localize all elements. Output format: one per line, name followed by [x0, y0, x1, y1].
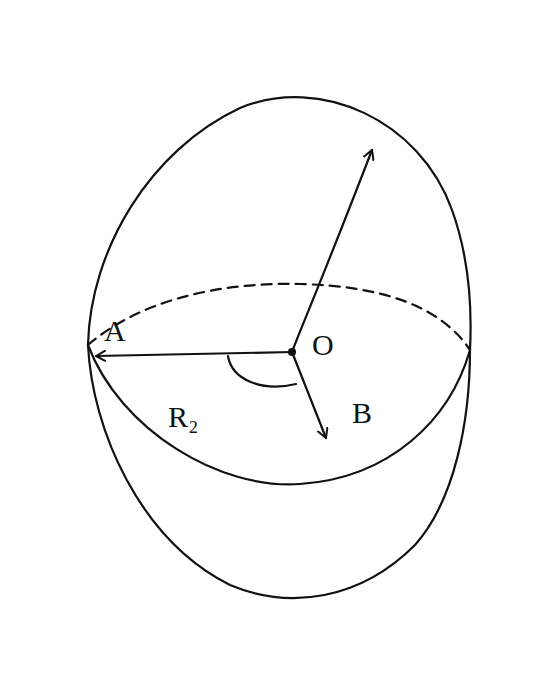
center-label: O	[312, 330, 334, 360]
radius-label: R₂	[168, 402, 198, 432]
center-point	[288, 348, 296, 356]
angle-arc	[228, 356, 296, 386]
equator-back	[88, 284, 470, 350]
equator-front	[88, 345, 470, 484]
vector-ob	[292, 352, 326, 438]
bowl-outline	[88, 345, 470, 598]
point-label: A	[104, 316, 126, 346]
point-label: B	[352, 398, 372, 428]
vector-up	[292, 150, 372, 352]
vector-oa	[96, 352, 292, 356]
dome-outline	[88, 97, 471, 350]
